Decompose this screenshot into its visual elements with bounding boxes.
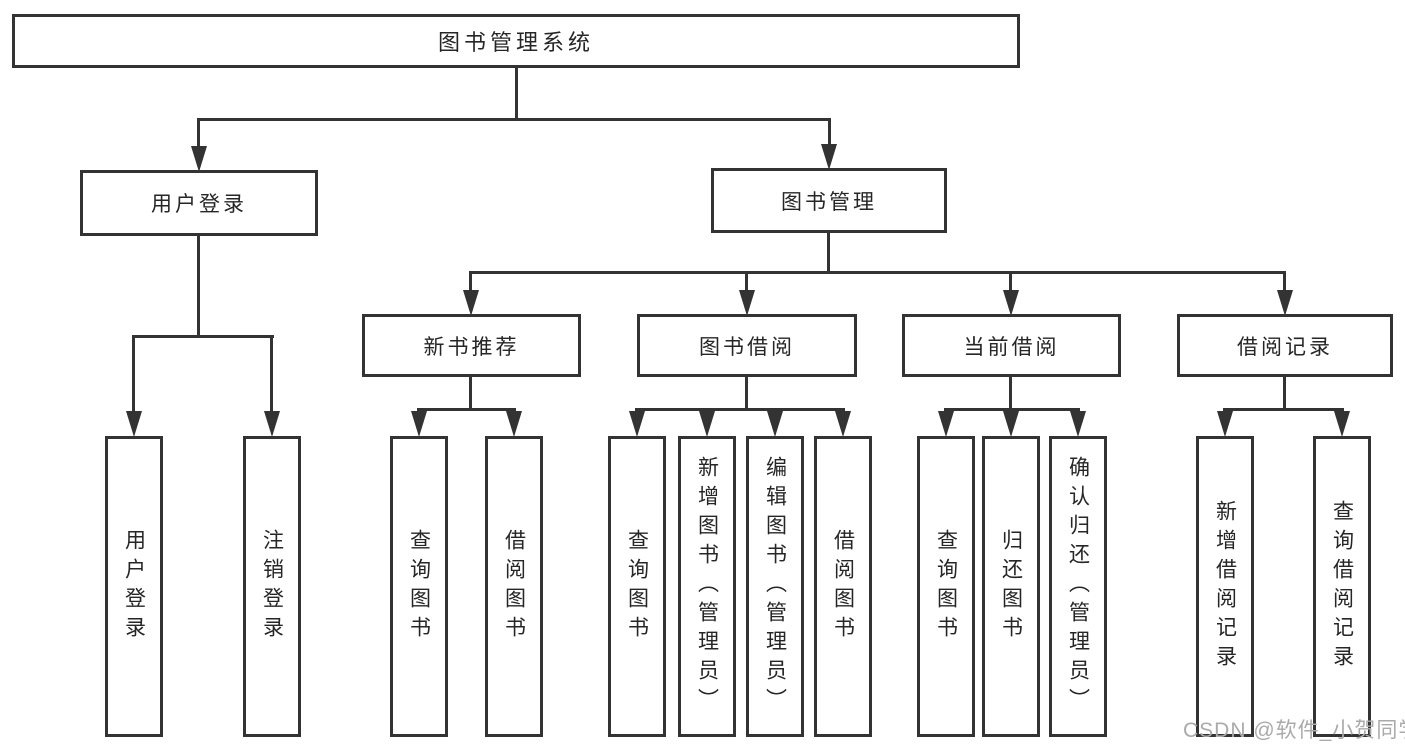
arrow-down-icon xyxy=(699,411,715,437)
node-label: 图书管理 xyxy=(781,190,877,214)
arrow-down-icon xyxy=(1003,411,1019,437)
node-new-book-recommend: 新书推荐 xyxy=(362,314,581,377)
arrow-down-icon xyxy=(1334,411,1350,437)
arrow-down-icon xyxy=(1217,411,1233,437)
connector-line xyxy=(1223,408,1344,411)
arrow-down-icon xyxy=(126,411,142,437)
node-label: 新增借阅记录 xyxy=(1213,499,1237,674)
arrow-down-icon xyxy=(938,411,954,437)
connector-line xyxy=(469,271,472,296)
node-label: 借阅图书 xyxy=(831,528,855,645)
connector-line xyxy=(745,271,748,296)
leaf-add-borrow-record: 新增借阅记录 xyxy=(1196,436,1254,737)
node-label: 查询借阅记录 xyxy=(1330,499,1354,674)
node-label: 编辑图书（管理员） xyxy=(763,456,787,717)
arrow-down-icon xyxy=(264,411,280,437)
arrow-down-icon xyxy=(1070,411,1086,437)
leaf-confirm-return-admin: 确认归还（管理员） xyxy=(1049,436,1107,737)
arrow-down-icon xyxy=(411,411,427,437)
node-user-login: 用户登录 xyxy=(80,170,318,236)
node-label: 归还图书 xyxy=(999,528,1023,645)
leaf-query-books-borrow: 查询图书 xyxy=(608,436,666,737)
node-label: 用户登录 xyxy=(122,528,146,645)
connector-line xyxy=(944,408,1080,411)
leaf-query-books-recommend: 查询图书 xyxy=(390,436,448,737)
node-label: 当前借阅 xyxy=(963,335,1060,359)
connector-line xyxy=(828,118,831,148)
connector-line xyxy=(635,408,845,411)
node-label: 注销登录 xyxy=(260,528,284,645)
node-label: 新书推荐 xyxy=(423,335,520,359)
connector-line xyxy=(1283,377,1286,411)
node-label: 图书借阅 xyxy=(699,335,795,359)
connector-line xyxy=(1009,271,1012,296)
connector-line xyxy=(197,118,200,150)
leaf-query-books-current: 查询图书 xyxy=(917,436,975,737)
connector-line xyxy=(469,271,1286,274)
leaf-user-login: 用户登录 xyxy=(105,436,163,737)
node-label: 图书管理系统 xyxy=(437,30,594,55)
node-label: 借阅图书 xyxy=(502,528,526,645)
connector-line xyxy=(745,377,748,411)
leaf-borrow-books-recommend: 借阅图书 xyxy=(485,436,543,737)
node-book-management: 图书管理 xyxy=(711,168,947,233)
connector-line xyxy=(132,335,274,338)
node-current-borrow: 当前借阅 xyxy=(902,314,1121,377)
arrow-down-icon xyxy=(506,411,522,437)
node-label: 确认归还（管理员） xyxy=(1066,456,1090,717)
node-borrow-records: 借阅记录 xyxy=(1177,314,1393,377)
leaf-add-book-admin: 新增图书（管理员） xyxy=(678,436,736,737)
arrow-down-icon xyxy=(1277,290,1293,316)
node-library-management-system: 图书管理系统 xyxy=(12,14,1020,68)
leaf-return-book: 归还图书 xyxy=(982,436,1040,737)
connector-line xyxy=(197,236,200,338)
arrow-down-icon xyxy=(1003,290,1019,316)
arrow-down-icon xyxy=(767,411,783,437)
connector-line xyxy=(1283,271,1286,296)
leaf-edit-book-admin: 编辑图书（管理员） xyxy=(746,436,804,737)
node-label: 查询图书 xyxy=(934,528,958,645)
arrow-down-icon xyxy=(629,411,645,437)
node-book-borrow: 图书借阅 xyxy=(637,314,857,377)
connector-line xyxy=(827,233,830,274)
arrow-down-icon xyxy=(739,290,755,316)
leaf-query-borrow-record: 查询借阅记录 xyxy=(1313,436,1371,737)
node-label: 用户登录 xyxy=(151,193,247,216)
connector-line xyxy=(270,335,273,415)
connector-line xyxy=(132,335,135,415)
leaf-borrow-books: 借阅图书 xyxy=(814,436,872,737)
connector-line xyxy=(469,377,472,411)
arrow-down-icon xyxy=(463,290,479,316)
leaf-logout: 注销登录 xyxy=(243,436,301,737)
arrow-down-icon xyxy=(821,144,837,170)
node-label: 借阅记录 xyxy=(1237,335,1333,359)
connector-line xyxy=(197,118,831,121)
connector-line xyxy=(1009,377,1012,411)
node-label: 查询图书 xyxy=(407,528,431,645)
arrow-down-icon xyxy=(835,411,851,437)
connector-line xyxy=(417,408,516,411)
connector-line xyxy=(515,68,518,120)
node-label: 新增图书（管理员） xyxy=(695,456,719,717)
node-label: 查询图书 xyxy=(625,528,649,645)
watermark-text: CSDN @软件_小贺同学 xyxy=(1183,719,1405,742)
arrow-down-icon xyxy=(191,146,207,172)
